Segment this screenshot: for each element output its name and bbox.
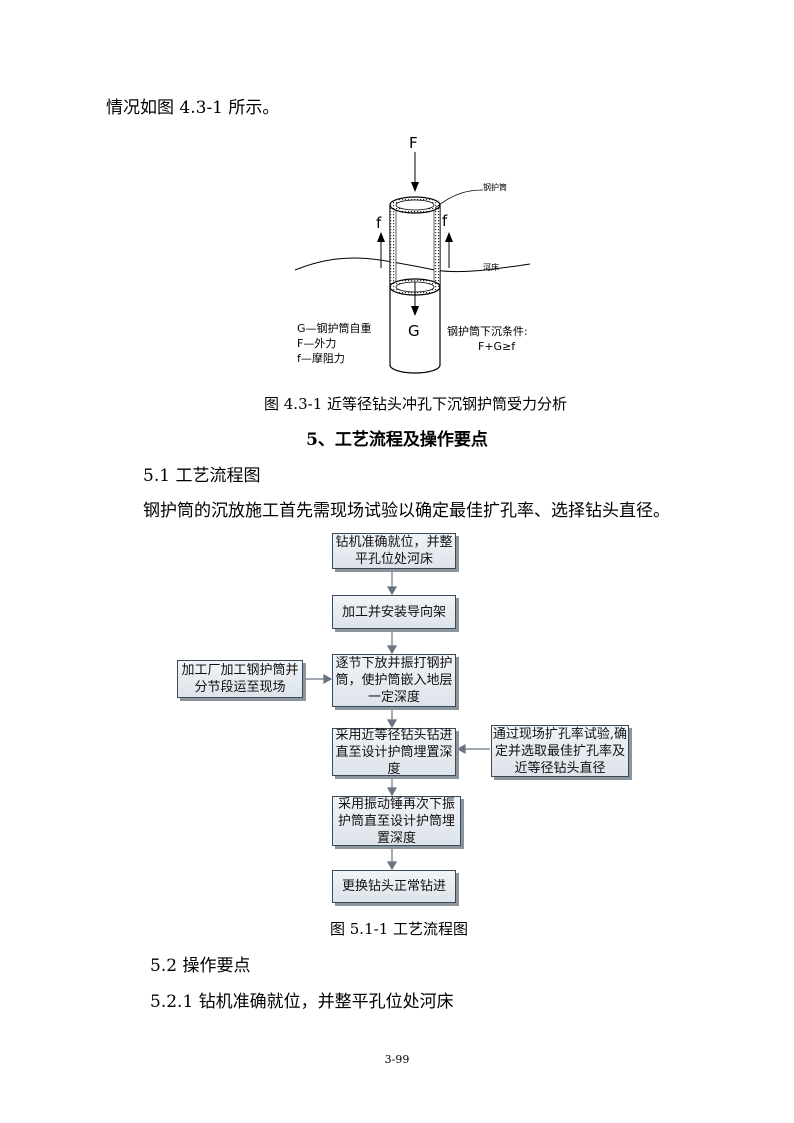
flow-step-6: 更换钻头正常钻进	[332, 870, 456, 903]
section51-paragraph: 钢护筒的沉放施工首先需现场试验以确定最佳扩孔率、选择钻头直径。	[143, 501, 670, 521]
condition-title: 钢护筒下沉条件:	[447, 324, 528, 338]
riverbed-label: 河床	[483, 262, 499, 272]
legend-item: G—钢护筒自重	[297, 321, 372, 335]
flow-side-right: 通过现场扩孔率试验,确定并选取最佳扩孔率及近等径钻头直径	[491, 725, 629, 777]
casing-label: 钢护筒	[483, 182, 507, 192]
force-G-label: G	[408, 322, 420, 340]
force-f-left-label: f	[376, 214, 382, 232]
figure1-caption: 图 4.3-1 近等径钻头冲孔下沉钢护筒受力分析	[264, 395, 568, 413]
flow-step-2: 加工并安装导向架	[332, 595, 456, 629]
figure2-caption: 图 5.1-1 工艺流程图	[330, 920, 469, 938]
flow-side-left: 加工厂加工钢护筒并分节段运至现场	[177, 660, 303, 698]
section52-heading: 5.2 操作要点	[150, 956, 251, 976]
section5-heading: 5、工艺流程及操作要点	[306, 430, 488, 450]
intro-paragraph: 情况如图 4.3-1 所示。	[106, 98, 280, 118]
condition-formula: F+G≥f	[478, 340, 516, 353]
legend-item: F—外力	[297, 337, 336, 350]
page-number: 3-99	[384, 1053, 410, 1066]
flow-step-1: 钻机准确就位，并整平孔位处河床	[332, 533, 456, 569]
flow-step-4: 采用近等径钻头钻进直至设计护筒埋置深度	[332, 728, 456, 777]
flow-step-5: 采用振动锤再次下振护筒直至设计护筒埋置深度	[332, 796, 461, 846]
flow-step-3: 逐节下放并振打钢护筒，使护筒嵌入地层一定深度	[332, 654, 456, 707]
legend-item: f—摩阻力	[297, 351, 345, 365]
force-f-right-label: f	[442, 212, 448, 230]
casing-force-diagram: F f f G 钢护筒 河床 G—钢护筒自重 F—外力 f—摩阻力 钢护筒下沉条…	[294, 134, 531, 374]
riverbed-line	[294, 257, 531, 273]
section521-heading: 5.2.1 钻机准确就位，并整平孔位处河床	[150, 992, 454, 1012]
force-F-label: F	[409, 134, 418, 152]
section51-heading: 5.1 工艺流程图	[143, 466, 261, 486]
